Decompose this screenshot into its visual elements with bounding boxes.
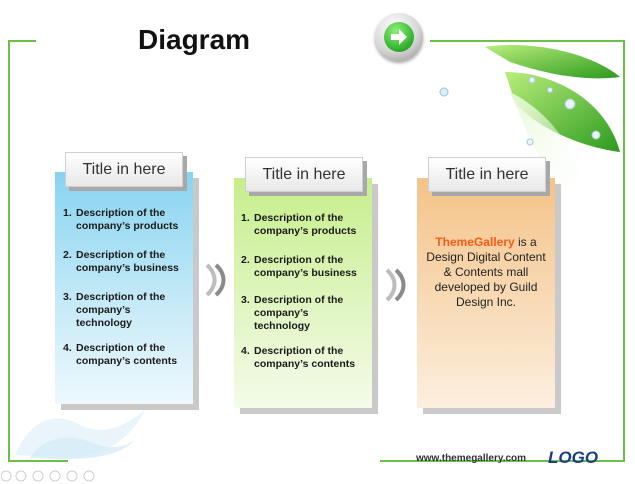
- chevron-waves-icon: [205, 263, 226, 297]
- logo: LOGO: [548, 448, 599, 467]
- panel-3: [417, 178, 555, 408]
- panel-1-title[interactable]: Title in here: [65, 152, 183, 187]
- next-arrow-icon: [384, 22, 414, 52]
- panel-3-description: ThemeGallery is a Design Digital Content…: [426, 235, 546, 309]
- panel-2: [234, 178, 372, 408]
- panel-1-list: 1.Description of the company’s products …: [63, 207, 189, 368]
- frame-line-bottom-right: [380, 460, 625, 462]
- leaf-decoration: [439, 45, 620, 207]
- brand-name: ThemeGallery: [435, 235, 515, 249]
- list-item: 1.Description of the company’s products: [63, 207, 179, 232]
- panel-3-title[interactable]: Title in here: [428, 157, 546, 192]
- panel-1: [55, 172, 193, 404]
- water-splash-decoration: [15, 410, 145, 460]
- chevron-waves-icon: [385, 268, 406, 302]
- frame-line-top-right: [430, 40, 625, 42]
- list-item: 3.Description of the company’s technolog…: [241, 294, 344, 332]
- list-item: 3.Description of the company’s technolog…: [63, 291, 166, 329]
- list-item: 4.Description of the company’s contents: [241, 345, 356, 370]
- list-item: 2.Description of the company’s business: [63, 249, 179, 274]
- list-item: 1.Description of the company’s products: [241, 212, 357, 237]
- frame-line-top-left: [8, 40, 36, 42]
- panel-2-title[interactable]: Title in here: [245, 157, 363, 192]
- panel-2-list: 1.Description of the company’s products …: [241, 212, 367, 371]
- list-item: 2.Description of the company’s business: [241, 254, 357, 279]
- list-item: 4.Description of the company’s contents: [63, 342, 178, 367]
- footer-url[interactable]: www.themegallery.com: [416, 453, 527, 464]
- frame-line-right: [623, 40, 625, 462]
- diagram-title: Diagram: [138, 24, 251, 55]
- frame-line-left: [8, 40, 10, 462]
- next-arrow-button[interactable]: [375, 13, 423, 61]
- slideshow-nav-icons: [1, 470, 95, 482]
- frame-line-bottom-left: [8, 460, 68, 462]
